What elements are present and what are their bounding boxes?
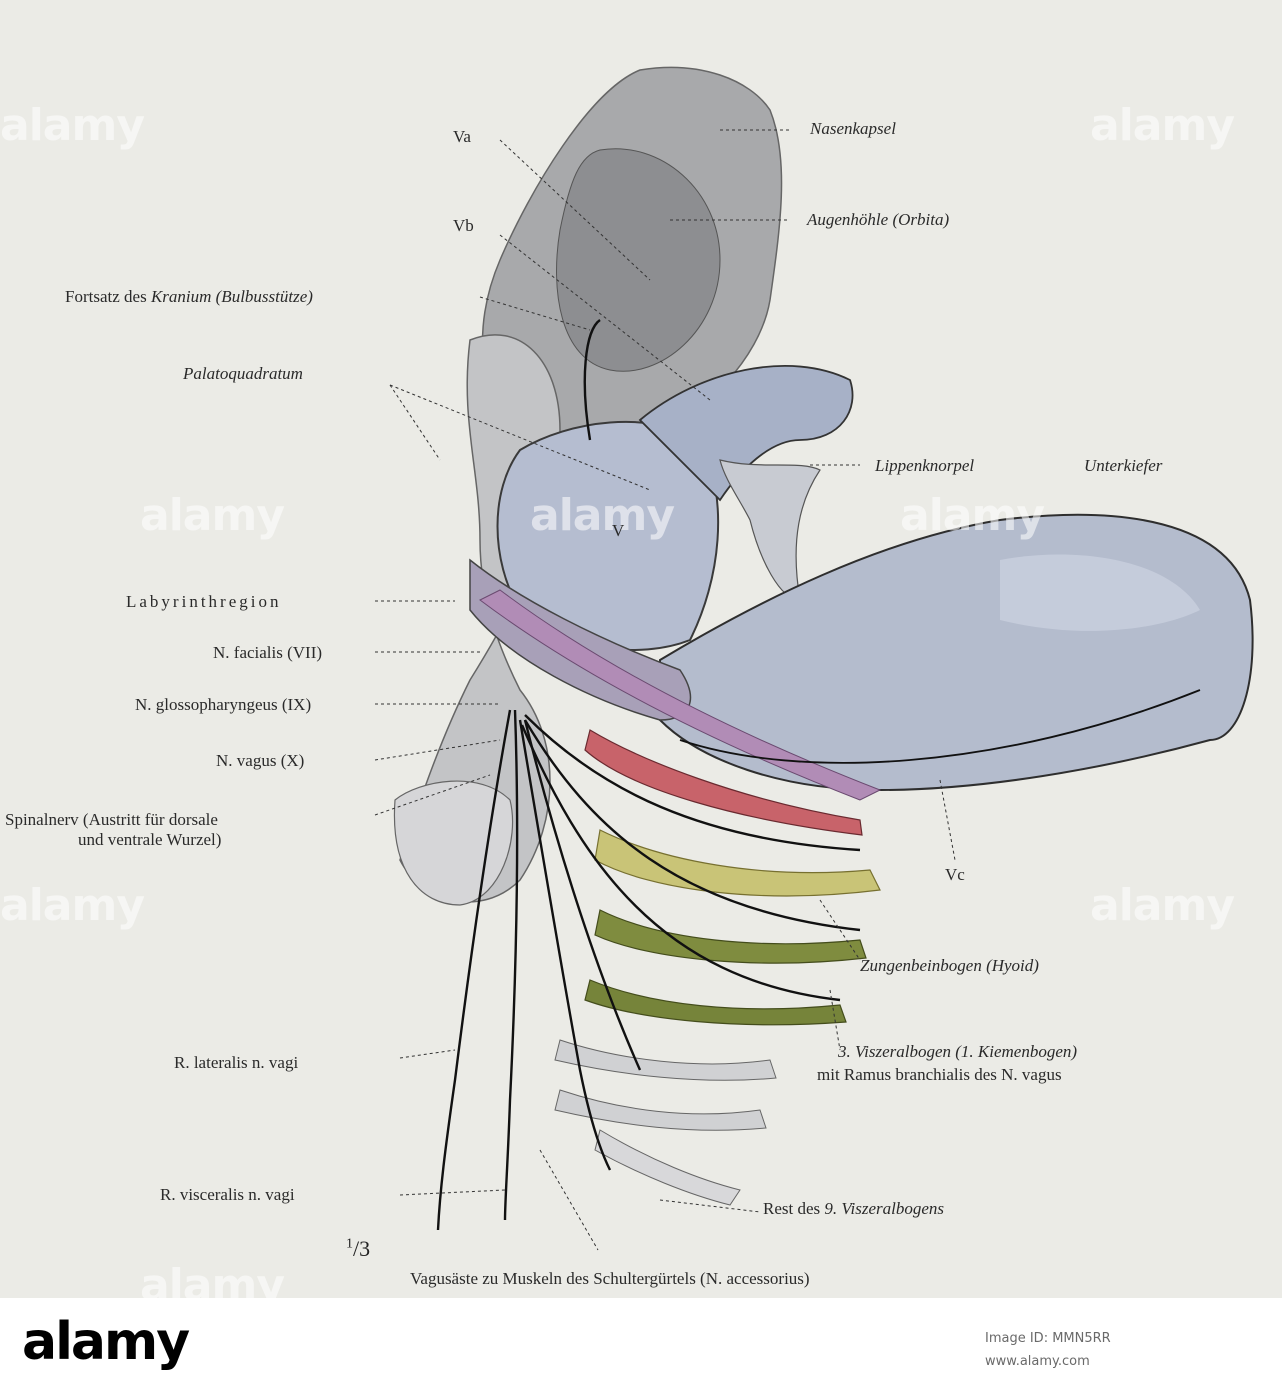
watermark: alamy xyxy=(530,490,675,541)
footer-logo: alamy xyxy=(22,1312,190,1372)
label-lateralis: R. lateralis n. vagi xyxy=(174,1053,299,1072)
branchial-nerve-2 xyxy=(523,719,861,932)
trigeminal-branch xyxy=(583,319,601,441)
label-vagus: N. vagus (X) xyxy=(216,751,305,770)
hyoid-arch xyxy=(594,829,881,897)
orbit-shape xyxy=(556,148,721,372)
label-vagusaeste: Vagusäste zu Muskeln des Schultergürtels… xyxy=(410,1269,810,1288)
grey-arch-3 xyxy=(594,1129,741,1206)
branchial-nerve-3 xyxy=(520,724,841,1002)
leader-lines xyxy=(374,129,956,1251)
branchial-nerve-1 xyxy=(524,714,861,852)
label-zungenbeinbogen: Zungenbeinbogen (Hyoid) xyxy=(860,956,1039,975)
label-lippenknorpel: Lippenknorpel xyxy=(875,456,975,475)
label-vb: Vb xyxy=(453,216,474,235)
accessory-nerve-2 xyxy=(523,719,642,1071)
gill-arch-1 xyxy=(594,909,867,964)
label-vc: Vc xyxy=(945,865,965,884)
jaw-highlight xyxy=(1000,554,1200,631)
watermark: alamy xyxy=(1090,100,1235,151)
label-va: Va xyxy=(453,127,471,146)
image-id: Image ID: MMN5RR xyxy=(985,1331,1111,1346)
label-facialis: N. facialis (VII) xyxy=(213,643,323,662)
lippenknorpel-shape xyxy=(719,459,821,601)
footer-bar: alamy Image ID: MMN5RR www.alamy.com xyxy=(0,1298,1282,1390)
label-unterkiefer: Unterkiefer xyxy=(1084,456,1163,475)
watermark: alamy xyxy=(1090,880,1235,931)
label-glossopharyngeus: N. glossopharyngeus (IX) xyxy=(135,695,312,714)
label-labyrinthregion: Labyrinthregion xyxy=(126,592,282,611)
grey-arch-1 xyxy=(554,1039,777,1081)
label-spinalnerv-2: und ventrale Wurzel) xyxy=(78,830,222,849)
label-palatoquadratum: Palatoquadratum xyxy=(183,364,303,383)
watermark: alamy xyxy=(140,490,285,541)
label-visceral3-2: mit Ramus branchialis des N. vagus xyxy=(817,1065,1062,1084)
gill-arch-2 xyxy=(584,979,847,1026)
label-visceral3-1: 3. Viszeralbogen (1. Kiemenbogen) xyxy=(838,1042,1078,1061)
jaw-margin-nerve xyxy=(679,689,1201,764)
watermark: alamy xyxy=(0,880,145,931)
label-spinalnerv-1: Spinalnerv (Austritt für dorsale xyxy=(5,810,218,829)
watermark: alamy xyxy=(140,1260,285,1298)
lateral-nerve xyxy=(436,709,512,1231)
footer-url: www.alamy.com xyxy=(985,1354,1090,1369)
anatomical-illustration xyxy=(374,66,1254,1251)
watermark: alamy xyxy=(0,100,145,151)
grey-arch-2 xyxy=(554,1089,767,1131)
illustration-plate: alamy alamy alamy alamy alamy alamy alam… xyxy=(0,66,1254,1298)
label-nasenkapsel: Nasenkapsel xyxy=(810,119,896,138)
facial-nerve-band xyxy=(479,589,882,801)
label-augenhoehle: Augenhöhle (Orbita) xyxy=(807,210,950,229)
label-v: V xyxy=(612,521,625,540)
nerve-lines xyxy=(436,319,1201,1231)
accessory-nerve-1 xyxy=(518,719,612,1171)
visceral-nerve xyxy=(503,709,519,1221)
scale-fraction: 1/3 xyxy=(346,1236,371,1261)
labial-cartilage xyxy=(638,365,854,502)
watermark: alamy xyxy=(900,490,1045,541)
label-visceralis: R. visceralis n. vagi xyxy=(160,1185,295,1204)
label-rest: Rest des 9. Viszeralbogens xyxy=(763,1199,945,1218)
glossopharyngeal-arch xyxy=(584,729,863,836)
label-fortsatz: Fortsatz des Kranium (Bulbusstütze) xyxy=(65,287,313,306)
